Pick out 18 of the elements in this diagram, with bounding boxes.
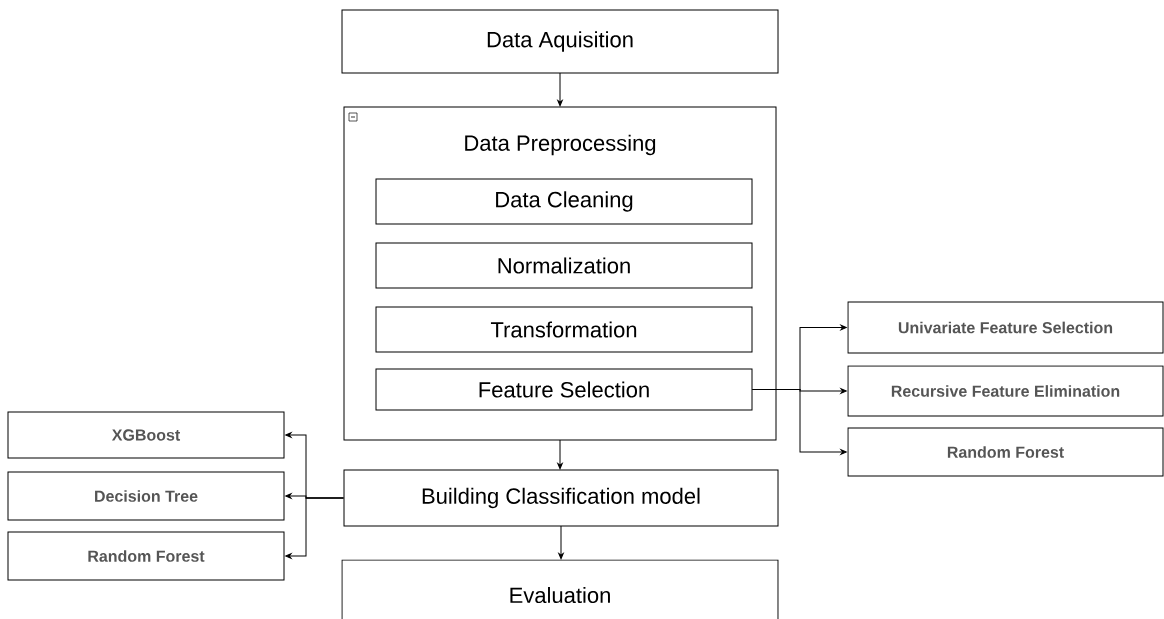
method-box: XGBoost (7, 411, 285, 459)
arrow (558, 525, 564, 560)
method-box: Recursive Feature Elimination (847, 365, 1164, 417)
arrow (285, 497, 344, 559)
process-box: Transformation (375, 306, 753, 353)
method-box: Random Forest (847, 427, 1164, 477)
process-box: Feature Selection (375, 368, 753, 411)
process-box: Evaluation (341, 559, 779, 619)
process-box: Building Classification model (343, 469, 779, 527)
method-box: Decision Tree (7, 471, 285, 521)
process-box: Normalization (375, 242, 753, 289)
arrow (752, 389, 847, 455)
arrow (557, 439, 563, 470)
process-box: Data Cleaning (375, 178, 753, 225)
method-box: Random Forest (7, 531, 285, 581)
process-box: Data Aquisition (341, 9, 779, 74)
arrow (557, 72, 563, 107)
method-box: Univariate Feature Selection (847, 301, 1164, 354)
